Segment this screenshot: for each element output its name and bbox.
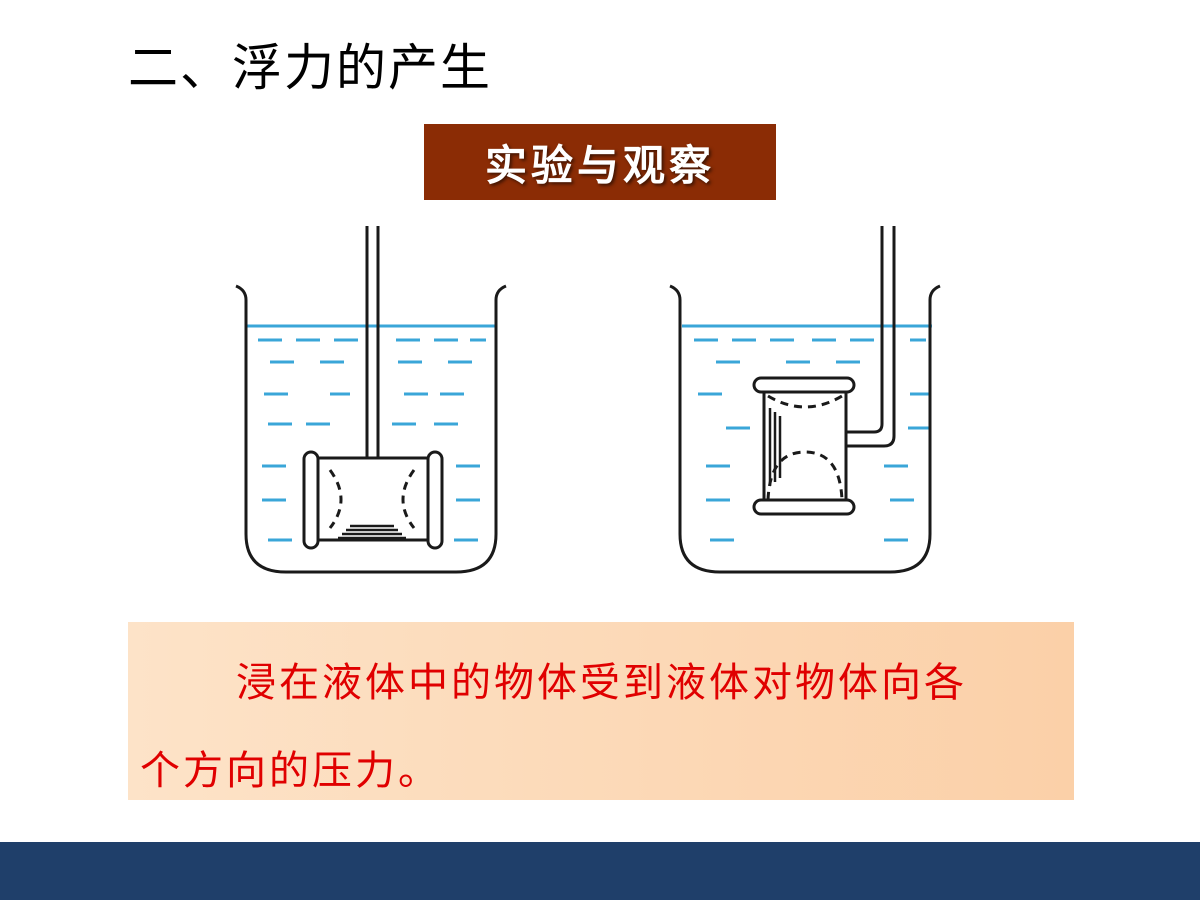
conclusion-text-line2: 个方向的压力。 xyxy=(140,748,441,794)
conclusion-box: 浸在液体中的物体受到液体对物体向各 个方向的压力。 xyxy=(128,622,1074,800)
experiment-tag-label: 实验与观察 xyxy=(484,140,715,190)
left-beaker xyxy=(235,226,507,574)
left-tube xyxy=(365,226,380,458)
conclusion-text-line1: 浸在液体中的物体受到液体对物体向各 xyxy=(236,660,967,706)
right-beaker xyxy=(669,226,941,574)
right-water-dashes xyxy=(694,338,930,542)
right-beaker-outline xyxy=(669,284,941,574)
right-tube xyxy=(846,226,896,448)
left-beaker-outline xyxy=(235,284,507,574)
slide-title: 二、浮力的产生 xyxy=(128,39,492,97)
experiment-figure xyxy=(235,226,941,574)
left-cylinder xyxy=(302,450,444,550)
left-water-dashes xyxy=(258,338,486,542)
right-cylinder xyxy=(752,376,856,516)
experiment-tag: 实验与观察 xyxy=(424,124,776,200)
footer-bar xyxy=(0,842,1200,900)
